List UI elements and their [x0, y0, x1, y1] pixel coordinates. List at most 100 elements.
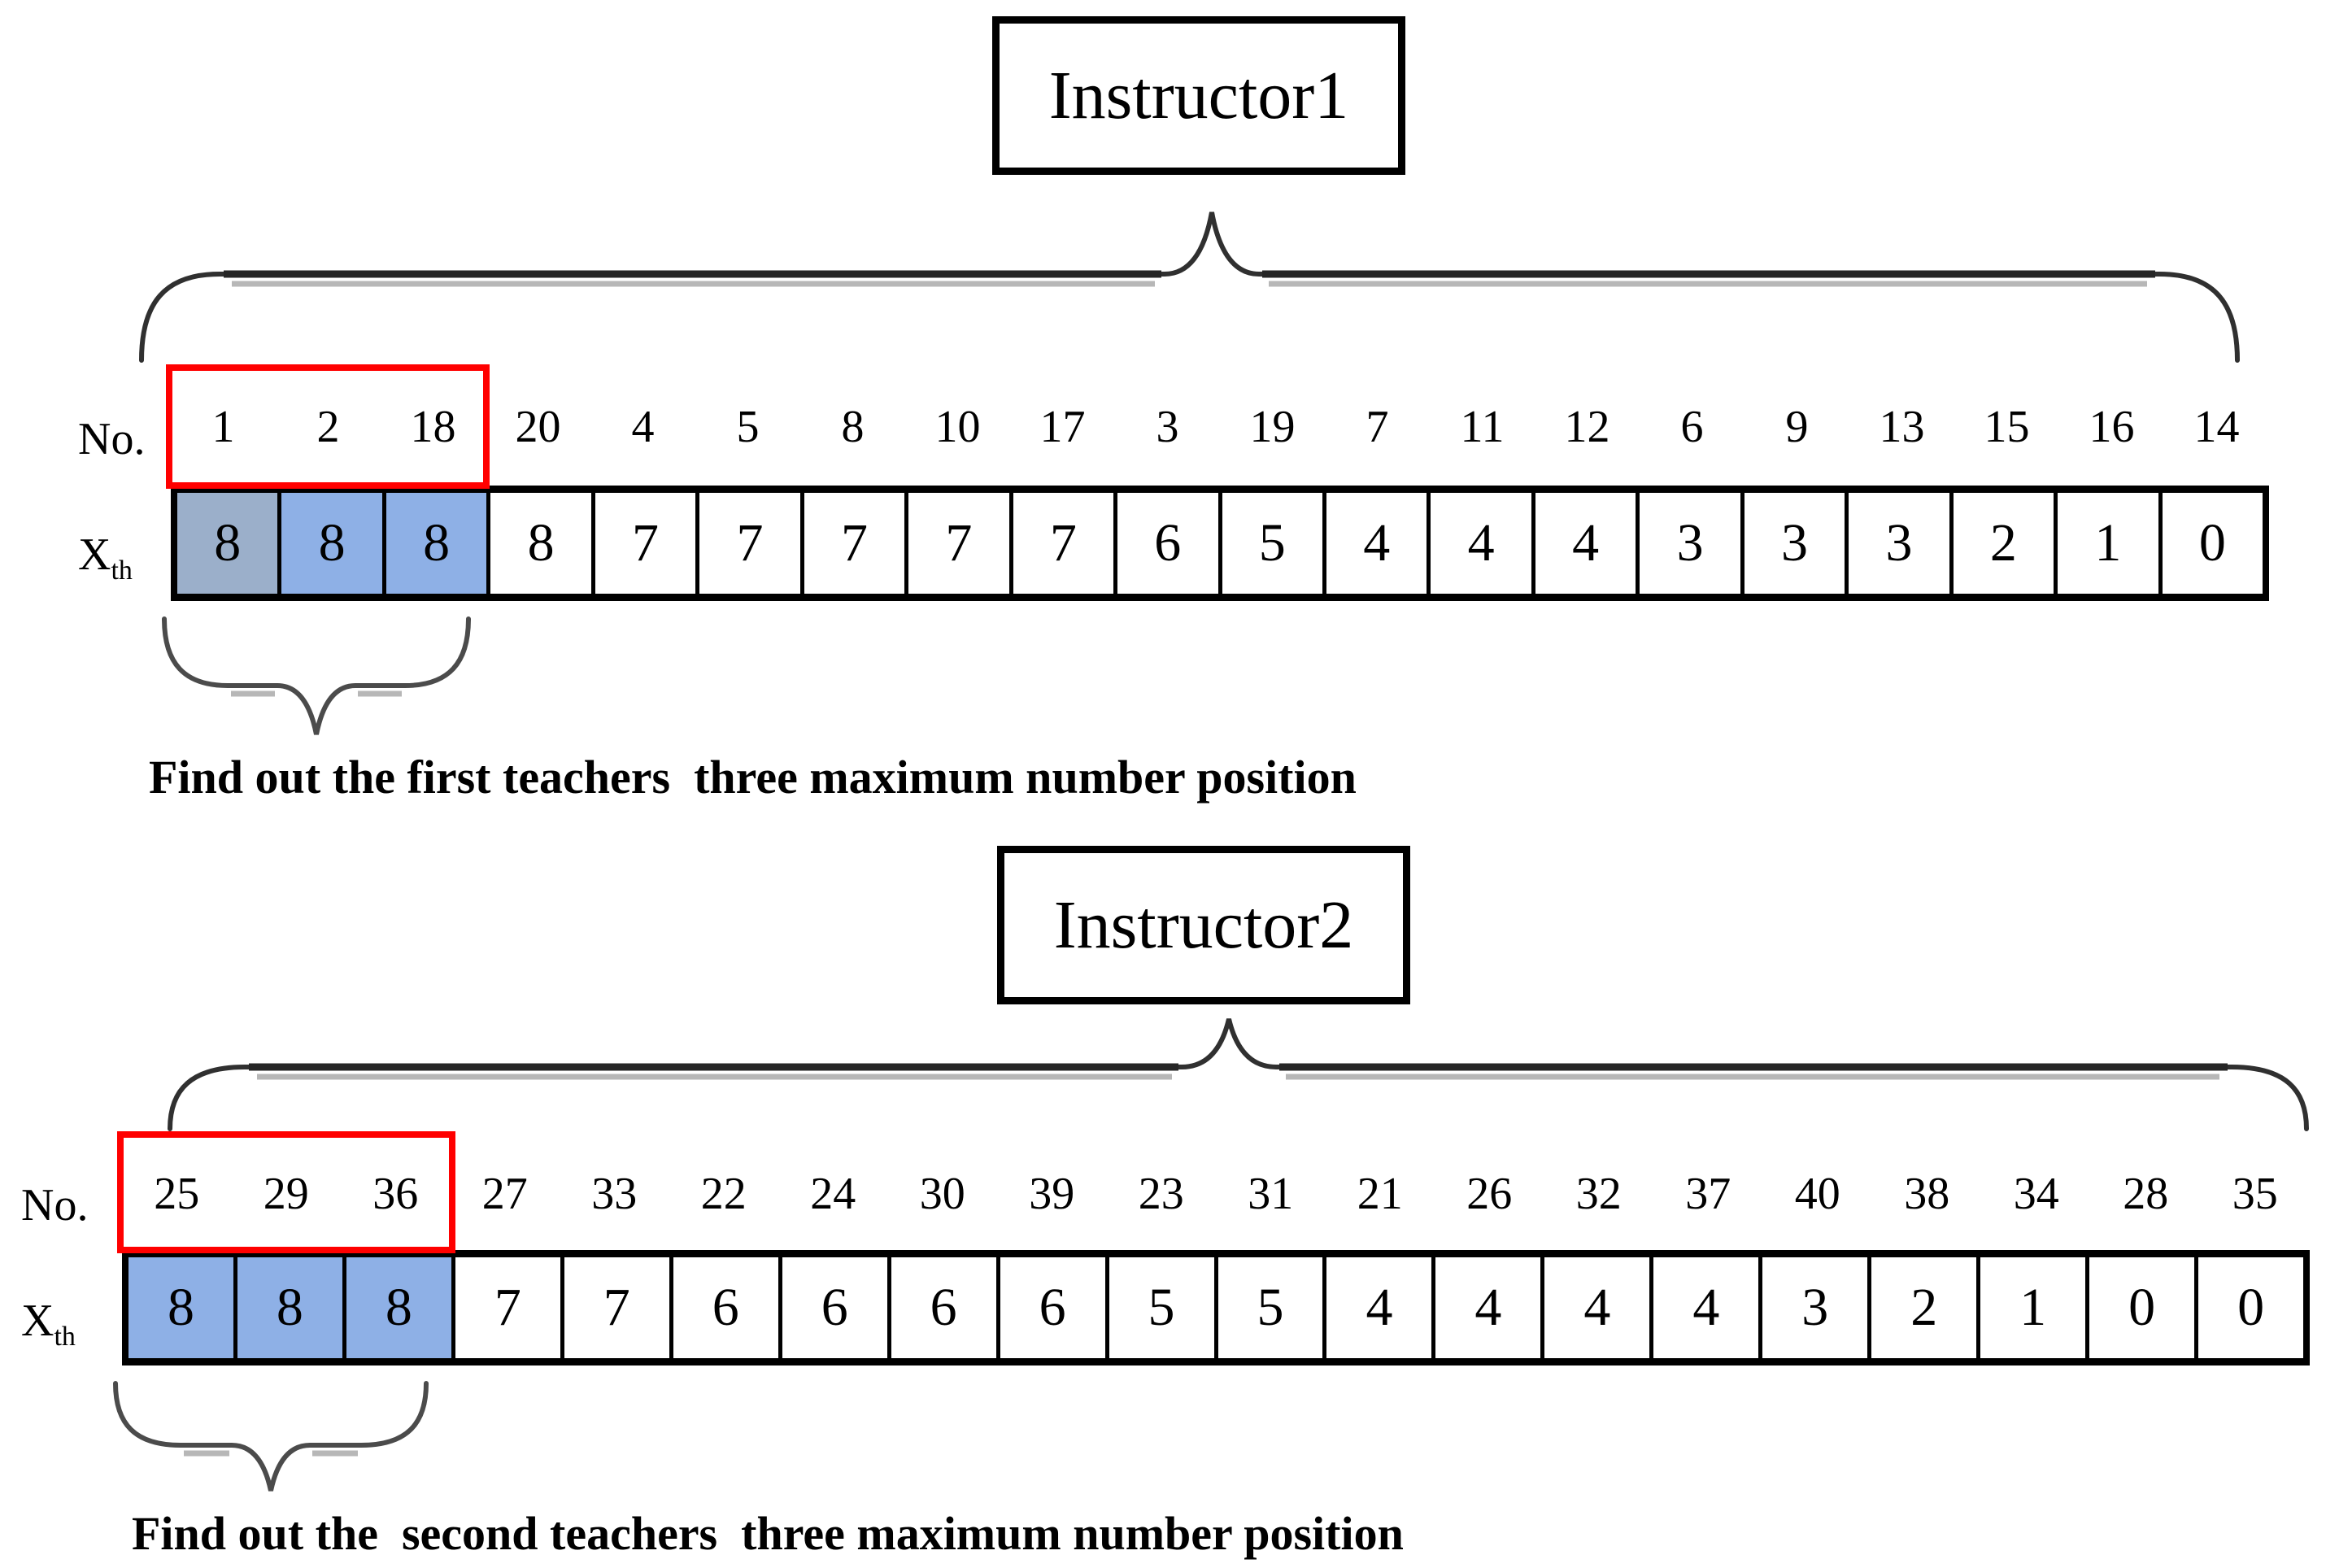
value-cell: 7 — [799, 493, 905, 594]
value-cell: 6 — [1113, 493, 1218, 594]
underbrace-1-path — [162, 616, 471, 735]
no-cell: 21 — [1357, 1168, 1403, 1219]
no-cell: 25 — [154, 1168, 200, 1219]
row-label-x-1: Xth — [78, 529, 133, 585]
value-cell: 7 — [560, 1257, 669, 1358]
no-cell: 1 — [211, 401, 235, 452]
row-label-no-1: No. — [78, 414, 146, 464]
value-cell: 4 — [1427, 493, 1531, 594]
overbrace-1-path — [139, 211, 2240, 363]
value-cell: 8 — [342, 1257, 451, 1358]
no-cell: 24 — [810, 1168, 856, 1219]
row-label-x-2: Xth — [21, 1295, 76, 1351]
no-cell: 33 — [591, 1168, 638, 1219]
value-cell: 4 — [1649, 1257, 1759, 1358]
value-cell: 1 — [1976, 1257, 2086, 1358]
no-cell: 37 — [1685, 1168, 1731, 1219]
overbrace-2-path — [168, 1018, 2309, 1131]
value-cell: 0 — [2158, 493, 2263, 594]
caption-2: Find out the second teachers three maxim… — [132, 1507, 1404, 1560]
value-cell: 7 — [695, 493, 800, 594]
no-cell: 34 — [2013, 1168, 2059, 1219]
no-cell: 17 — [1039, 401, 1086, 452]
no-cell: 27 — [481, 1168, 528, 1219]
highlight-red-box-1 — [166, 364, 490, 489]
value-cell: 0 — [2085, 1257, 2195, 1358]
value-cell: 7 — [590, 493, 696, 594]
value-cell: 4 — [1431, 1257, 1541, 1358]
overbrace-2 — [168, 1018, 2309, 1131]
value-cell: 7 — [904, 493, 1009, 594]
value-cell: 5 — [1217, 493, 1322, 594]
no-cell: 5 — [736, 401, 760, 452]
x-label-text-2: X — [21, 1296, 54, 1346]
no-cell: 2 — [316, 401, 340, 452]
value-cell: 4 — [1322, 1257, 1432, 1358]
no-cell: 23 — [1138, 1168, 1184, 1219]
caption-1: Find out the first teachers three maximu… — [149, 751, 1357, 804]
no-cell: 35 — [2232, 1168, 2278, 1219]
instructor2-box: Instructor2 — [997, 846, 1410, 1004]
no-cell: 9 — [1785, 401, 1809, 452]
no-cell: 36 — [372, 1168, 419, 1219]
value-cell: 4 — [1322, 493, 1427, 594]
no-cell: 20 — [515, 401, 561, 452]
value-cell: 6 — [778, 1257, 887, 1358]
no-cell: 40 — [1794, 1168, 1840, 1219]
no-cell: 6 — [1680, 401, 1704, 452]
row-label-no-2: No. — [21, 1180, 89, 1230]
instructor1-box: Instructor1 — [992, 16, 1405, 175]
no-cell: 15 — [1984, 401, 2030, 452]
x-label-sub-1: th — [111, 555, 133, 586]
value-cell: 2 — [1867, 1257, 1977, 1358]
value-cell: 5 — [1213, 1257, 1323, 1358]
no-cell: 26 — [1466, 1168, 1513, 1219]
no-cell: 12 — [1564, 401, 1610, 452]
x-label-sub-2: th — [54, 1322, 76, 1352]
no-cell: 32 — [1575, 1168, 1622, 1219]
no-cell: 11 — [1460, 401, 1505, 452]
underbrace-2-path — [113, 1381, 429, 1492]
value-cell: 8 — [486, 493, 591, 594]
value-cell: 6 — [669, 1257, 778, 1358]
value-cell: 3 — [1740, 493, 1845, 594]
underbrace-1 — [162, 616, 471, 735]
value-cell: 0 — [2194, 1257, 2304, 1358]
value-cell: 8 — [381, 493, 487, 594]
no-cell: 28 — [2123, 1168, 2169, 1219]
value-cell: 4 — [1531, 493, 1636, 594]
instructor2-title: Instructor2 — [1053, 887, 1354, 963]
no-cell: 13 — [1879, 401, 1925, 452]
no-cell: 38 — [1904, 1168, 1950, 1219]
value-cell: 3 — [1845, 493, 1949, 594]
value-cell: 4 — [1540, 1257, 1650, 1358]
no-cell: 19 — [1249, 401, 1296, 452]
no-cell: 29 — [263, 1168, 309, 1219]
no-cell: 18 — [410, 401, 456, 452]
underbrace-2 — [113, 1381, 429, 1492]
no-cell: 7 — [1366, 401, 1389, 452]
value-cell: 2 — [1949, 493, 2054, 594]
no-cell: 14 — [2193, 401, 2240, 452]
instructor1-title: Instructor1 — [1048, 58, 1349, 133]
value-cell: 3 — [1636, 493, 1740, 594]
no-cell: 39 — [1029, 1168, 1075, 1219]
value-cell: 3 — [1758, 1257, 1868, 1358]
value-cell: 8 — [177, 493, 278, 594]
value-cell: 6 — [886, 1257, 996, 1358]
value-cell: 6 — [995, 1257, 1105, 1358]
value-cell: 5 — [1104, 1257, 1214, 1358]
no-cell: 22 — [700, 1168, 747, 1219]
value-cell: 7 — [1008, 493, 1114, 594]
no-cell: 10 — [934, 401, 981, 452]
x-label-text-1: X — [78, 529, 111, 580]
value-cell: 8 — [277, 493, 382, 594]
value-cell: 8 — [233, 1257, 342, 1358]
value-cell: 1 — [2054, 493, 2158, 594]
no-cell: 8 — [841, 401, 865, 452]
